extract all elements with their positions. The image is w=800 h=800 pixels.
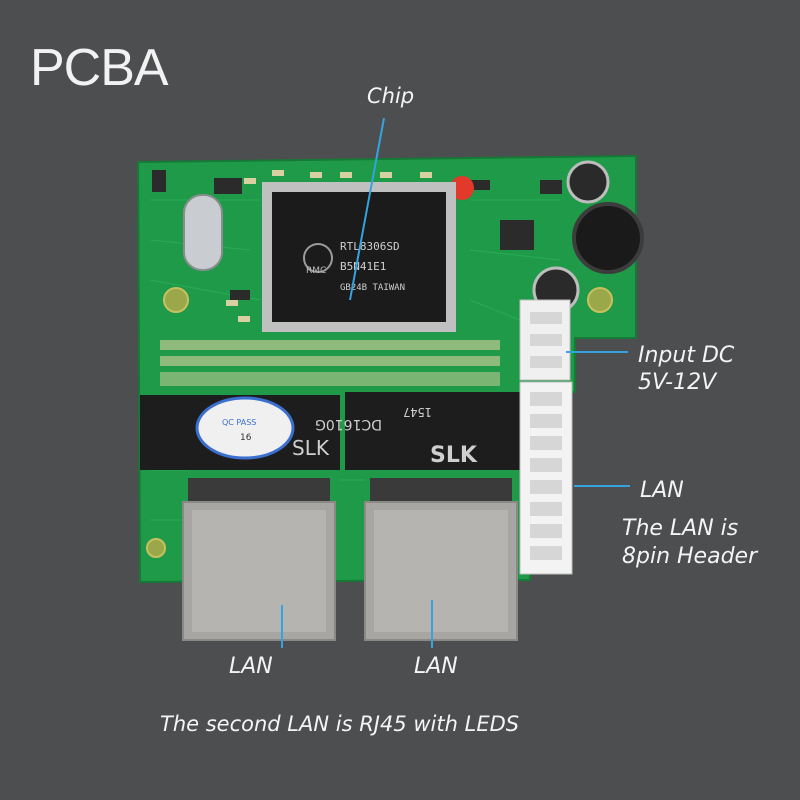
- capacitor: [566, 160, 610, 204]
- bottom-note: The second LAN is RJ45 with LEDS: [160, 712, 520, 736]
- input-dc-voltage-label: 5V-12V: [638, 370, 717, 395]
- chip-logo-icon: [303, 243, 333, 273]
- transformer-right-text-3: SLK: [430, 443, 478, 468]
- smd-resistors: [226, 170, 432, 322]
- lan-header-note-2: 8pin Header: [622, 544, 758, 569]
- smd-components: [152, 170, 562, 300]
- transformer-right-text-2: DC1610G: [315, 416, 382, 432]
- qc-sticker-number: 16: [240, 433, 252, 443]
- input-dc-label: Input DC: [638, 343, 735, 368]
- lan-header-label: LAN: [640, 478, 684, 503]
- crystal-oscillator: [183, 194, 223, 271]
- lan-header-note-1: The LAN is: [622, 516, 739, 541]
- transformer-right: [345, 392, 525, 470]
- pointer-chip: [349, 117, 385, 301]
- page-title: PCBA: [30, 39, 169, 97]
- inductor: [572, 202, 644, 274]
- transformer-right-text-1: 1547: [403, 405, 432, 419]
- chip-marking-2: B5N41E1: [340, 260, 386, 273]
- chip-marking-1: RTL8306SD: [340, 240, 400, 253]
- transformer-left-text: SLK: [292, 436, 330, 460]
- pin-header-slots: [530, 312, 562, 560]
- lan-left-label: LAN: [229, 654, 273, 679]
- lan-middle-label: LAN: [414, 654, 458, 679]
- mounting-hole: [587, 287, 613, 313]
- pin-header-8pin: [519, 381, 573, 575]
- pointer-lines: [281, 117, 630, 648]
- mounting-hole: [163, 287, 189, 313]
- qc-sticker-text: QC PASS: [222, 418, 256, 427]
- rj45-jack-left: [182, 478, 336, 641]
- chip-marking-3: GB24B TAIWAN: [340, 283, 405, 293]
- resistor-row: [160, 340, 500, 386]
- rj45-jack-right: [364, 478, 518, 641]
- chip-logo: RMC: [306, 266, 326, 276]
- mounting-hole: [146, 538, 166, 558]
- chip-label: Chip: [367, 84, 415, 108]
- qc-sticker: [195, 396, 295, 460]
